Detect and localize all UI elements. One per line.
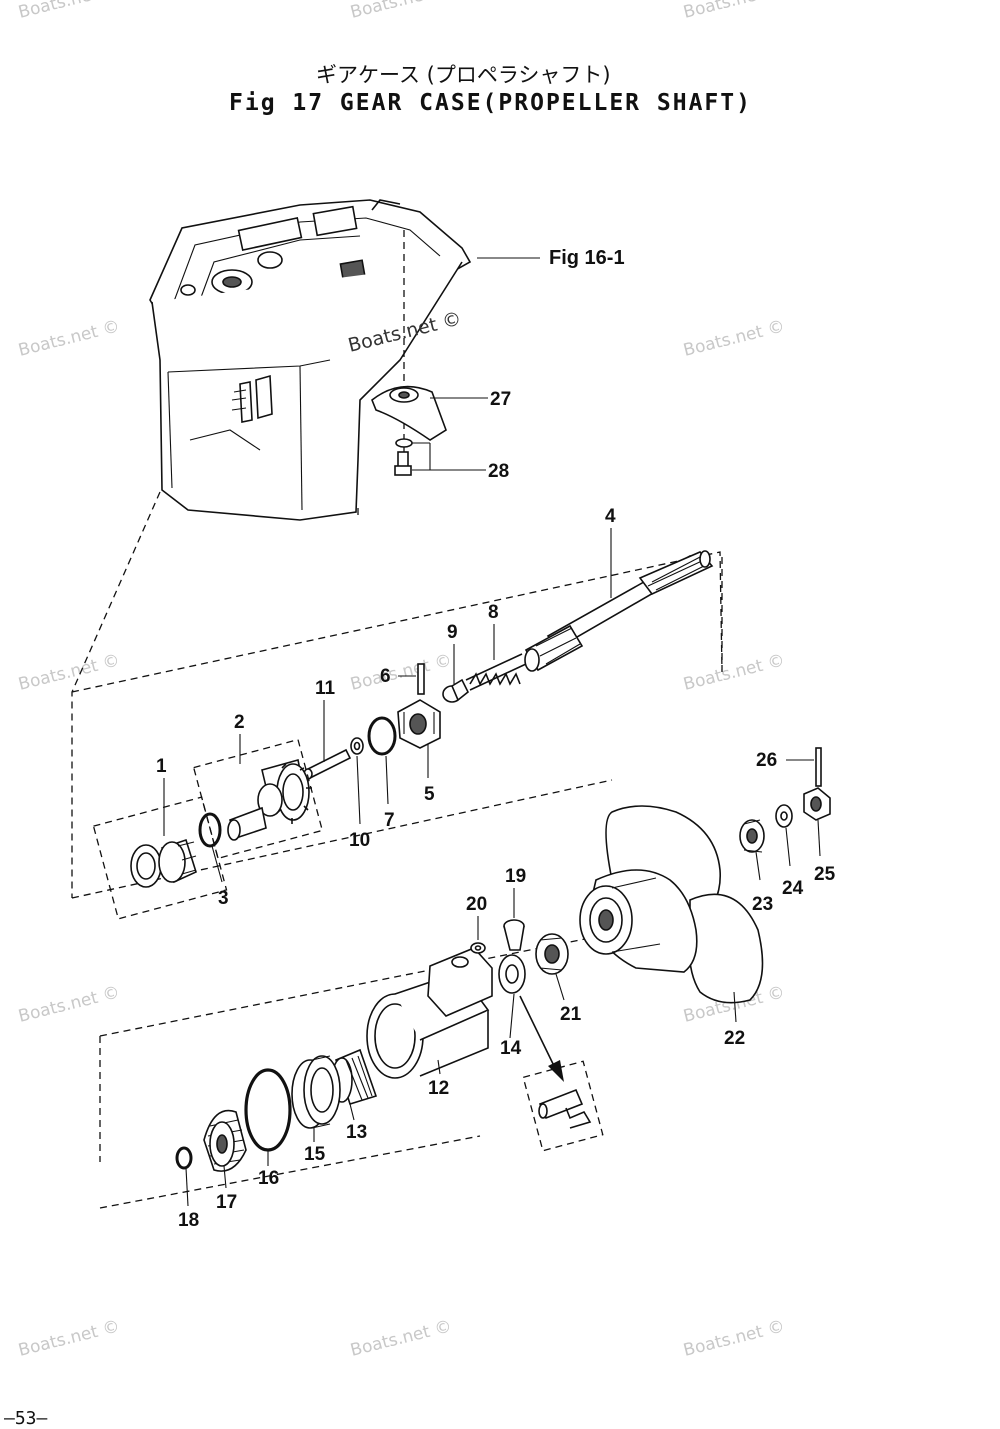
part-18-shim — [175, 1146, 193, 1207]
label-part-2: 2 — [234, 712, 245, 733]
label-part-15: 15 — [304, 1144, 326, 1165]
detail-box — [522, 1060, 604, 1152]
part-9-plunger — [442, 644, 470, 703]
label-part-10: 10 — [349, 830, 370, 851]
gear-case-housing — [149, 199, 472, 521]
part-11-shift-plunger — [303, 700, 352, 780]
label-part-25: 25 — [814, 864, 836, 885]
part-22-propeller — [579, 805, 764, 1023]
label-part-12: 12 — [428, 1078, 449, 1099]
label-part-5: 5 — [424, 784, 435, 805]
part-17-reverse-gear — [203, 1109, 247, 1189]
label-part-6: 6 — [380, 666, 391, 687]
reference-fig-16-1: Fig 16-1 — [549, 247, 625, 269]
label-part-23: 23 — [752, 894, 773, 915]
lower-assembly-outline — [99, 935, 601, 1209]
part-15-ball-bearing — [291, 1055, 341, 1142]
label-part-8: 8 — [488, 602, 499, 623]
label-part-27: 27 — [490, 389, 511, 410]
watermark: Boats.net © — [681, 650, 786, 694]
title-english: Fig 17 GEAR CASE(PROPELLER SHAFT) — [229, 90, 752, 116]
part-3-shim — [198, 812, 223, 883]
watermark: Boats.net © — [16, 982, 121, 1026]
part-16-o-ring — [244, 1068, 292, 1166]
part-23-spacer — [739, 819, 765, 881]
label-part-17: 17 — [216, 1192, 237, 1213]
part-12-housing — [366, 947, 493, 1079]
part-25-nut — [803, 787, 831, 857]
watermark: Boats.net © — [16, 650, 121, 694]
watermark: Boats.net © — [16, 1316, 121, 1360]
part-20-washer — [470, 916, 486, 954]
part-24-washer — [775, 804, 793, 867]
part-1-bearing — [130, 778, 197, 888]
watermark: Boats.net © — [681, 0, 786, 23]
part-26-cotter-pin — [786, 747, 822, 787]
watermark: Boats.net © — [16, 316, 121, 360]
label-part-24: 24 — [782, 878, 804, 899]
label-part-13: 13 — [346, 1122, 367, 1143]
title-japanese: ギアケース (プロペラシャフト) — [316, 63, 611, 87]
label-part-19: 19 — [505, 866, 526, 887]
part-5-clutch — [397, 699, 441, 778]
label-part-16: 16 — [258, 1168, 279, 1189]
part-14-oil-seal — [498, 954, 526, 1039]
label-part-14: 14 — [500, 1038, 522, 1059]
label-part-3: 3 — [218, 888, 229, 909]
part-21-thrust-hub — [535, 933, 569, 1001]
label-part-21: 21 — [560, 1004, 582, 1025]
label-part-4: 4 — [605, 506, 616, 527]
part-2-forward-gear — [227, 734, 312, 841]
label-part-11: 11 — [315, 678, 336, 699]
label-part-20: 20 — [466, 894, 487, 915]
label-part-28: 28 — [488, 461, 509, 482]
part-7-cross-pin-ring — [367, 716, 397, 805]
part-28-bolt — [394, 438, 486, 476]
detail-seal-install — [538, 1088, 592, 1129]
watermark: Boats.net © — [681, 1316, 786, 1360]
part-19-bolt — [503, 888, 525, 951]
part-27-anode — [371, 385, 488, 441]
watermark: Boats.net © — [348, 650, 453, 694]
watermark: Boats.net © — [16, 0, 121, 23]
label-part-9: 9 — [447, 622, 458, 643]
part-8-spring — [465, 624, 527, 691]
label-part-7: 7 — [384, 810, 395, 831]
page-number: –53– — [4, 1408, 48, 1429]
detail-arrow-head — [548, 1060, 564, 1082]
part-10-washer — [350, 737, 364, 825]
part-1-outline — [92, 796, 228, 920]
watermark: Boats.net © — [348, 0, 453, 23]
watermark: Boats.net © — [348, 1316, 453, 1360]
detail-arrow — [519, 995, 557, 1071]
label-part-1: 1 — [156, 756, 167, 777]
watermark: Boats.net © — [681, 316, 786, 360]
watermarks: Boats.net © Boats.net © Boats.net © Boat… — [16, 0, 786, 1361]
part-6-pin — [398, 663, 425, 695]
part-4-propeller-shaft — [524, 528, 714, 672]
upper-assembly-outline — [71, 491, 723, 899]
label-part-18: 18 — [178, 1210, 199, 1231]
part-2-outline — [192, 738, 324, 860]
label-part-22: 22 — [724, 1028, 745, 1049]
label-part-26: 26 — [756, 750, 777, 771]
